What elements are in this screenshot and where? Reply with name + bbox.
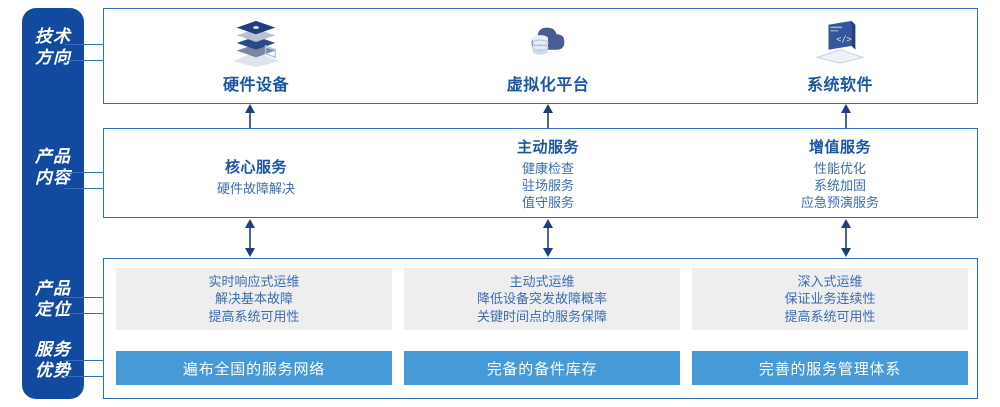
position-card-realtime-line-1: 解决基本故障: [214, 291, 293, 307]
rail-label-tech: 技术 方向: [22, 26, 84, 68]
position-card-indepth-line-1: 保证业务连续性: [784, 291, 876, 307]
position-card-proactive-line-1: 降低设备突发故障概率: [476, 291, 607, 307]
arrow-double-proactive: [543, 219, 553, 257]
content-item-proactive-2: 值守服务: [521, 194, 574, 210]
content-item-core-0: 硬件故障解决: [216, 180, 295, 196]
content-column-core[interactable]: 核心服务 硬件故障解决: [110, 128, 402, 218]
content-head-core: 核心服务: [224, 158, 287, 176]
connector-advantage-top: [64, 360, 104, 361]
position-card-realtime-line-0: 实时响应式运维: [208, 273, 300, 289]
rail-label-content-line2: 内容: [35, 168, 71, 187]
connector-content-top: [64, 172, 104, 173]
position-card-proactive-line-2: 关键时间点的服务保障: [476, 308, 607, 324]
position-card-realtime-line-2: 提高系统可用性: [208, 308, 300, 324]
advantage-bar-network[interactable]: 遍布全国的服务网络: [116, 351, 392, 385]
connector-tech-top: [64, 44, 104, 45]
connector-position-bottom: [64, 313, 104, 314]
connector-tech-bottom: [64, 60, 104, 61]
category-rail: [22, 8, 84, 399]
content-column-valueadded[interactable]: 增值服务 性能优化 系统加固 应急预演服务: [694, 128, 986, 218]
arrow-up-hardware: [245, 104, 255, 128]
rail-label-position: 产品 定位: [22, 278, 84, 320]
position-card-proactive-line-0: 主动式运维: [509, 273, 575, 289]
connector-position-top: [64, 297, 104, 298]
position-card-proactive[interactable]: 主动式运维 降低设备突发故障概率 关键时间点的服务保障: [404, 268, 680, 330]
arrow-double-valueadded: [841, 219, 851, 257]
position-card-realtime[interactable]: 实时响应式运维 解决基本故障 提高系统可用性: [116, 268, 392, 330]
advantage-bar-management[interactable]: 完善的服务管理体系: [692, 351, 968, 385]
advantage-bar-management-label: 完善的服务管理体系: [758, 360, 902, 378]
content-column-proactive[interactable]: 主动服务 健康检查 驻场服务 值守服务: [402, 128, 694, 218]
advantage-bar-inventory[interactable]: 完备的备件库存: [404, 351, 680, 385]
rail-label-tech-line2: 方向: [35, 48, 71, 67]
content-item-proactive-1: 驻场服务: [521, 177, 574, 193]
tech-column-virtualization[interactable]: 虚拟化平台: [402, 8, 694, 104]
position-card-indepth-line-0: 深入式运维: [797, 273, 863, 289]
tech-column-hardware[interactable]: 硬件设备: [110, 8, 402, 104]
connector-advantage-bottom: [64, 376, 104, 377]
content-item-valueadded-0: 性能优化: [813, 160, 866, 176]
content-section-box: [103, 128, 978, 218]
tech-title-hardware: 硬件设备: [222, 77, 289, 94]
server-stack-icon: [232, 20, 280, 67]
rail-label-advantage: 服务 优势: [22, 339, 84, 381]
content-head-proactive: 主动服务: [516, 138, 579, 156]
tech-title-virtualization: 虚拟化平台: [506, 77, 590, 94]
rail-label-position-line1: 产品: [35, 279, 71, 298]
connector-content-bottom: [64, 188, 104, 189]
laptop-code-icon: </>: [815, 20, 865, 64]
arrow-up-software: [841, 104, 851, 128]
rail-label-advantage-line2: 优势: [35, 361, 71, 380]
rail-label-content: 产品 内容: [22, 146, 84, 188]
position-card-indepth[interactable]: 深入式运维 保证业务连续性 提高系统可用性: [692, 268, 968, 330]
arrow-up-virtualization: [543, 104, 553, 128]
content-item-valueadded-1: 系统加固: [813, 177, 866, 193]
content-item-proactive-0: 健康检查: [521, 160, 574, 176]
position-card-indepth-line-2: 提高系统可用性: [784, 308, 876, 324]
advantage-bar-inventory-label: 完备的备件库存: [486, 360, 598, 378]
tech-title-software: 系统软件: [806, 77, 873, 94]
advantage-bar-network-label: 遍布全国的服务网络: [182, 360, 326, 378]
rail-label-advantage-line1: 服务: [35, 340, 71, 359]
content-item-valueadded-2: 应急预演服务: [800, 194, 879, 210]
rail-label-position-line2: 定位: [35, 300, 71, 319]
rail-label-tech-line1: 技术: [35, 27, 71, 46]
arrow-double-core: [245, 219, 255, 257]
content-head-valueadded: 增值服务: [808, 138, 871, 156]
rail-label-content-line1: 产品: [35, 147, 71, 166]
cloud-database-icon: [531, 27, 565, 55]
tech-column-software[interactable]: </> 系统软件: [694, 8, 986, 104]
svg-text:</>: </>: [836, 35, 852, 45]
